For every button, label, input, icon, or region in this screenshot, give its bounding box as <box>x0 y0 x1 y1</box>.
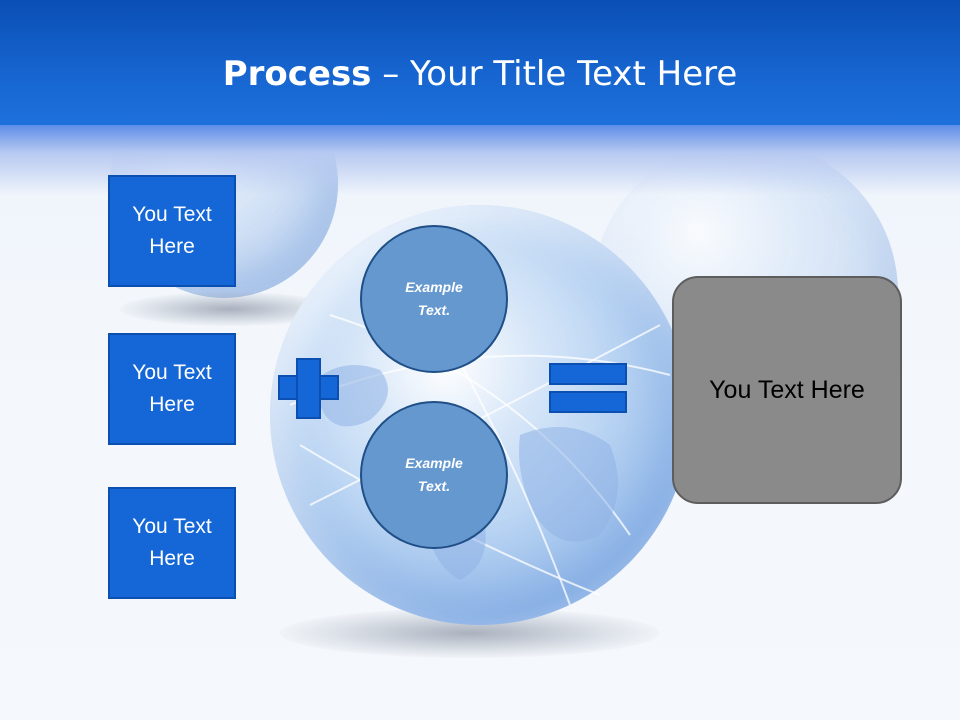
left-text-box-label: You Text Here <box>132 361 212 416</box>
title-rest-part: – Your Title Text Here <box>371 54 738 94</box>
title-bold-part: Process <box>222 54 372 94</box>
slide-title[interactable]: Process – Your Title Text Here <box>0 52 960 96</box>
example-circle-label: Example Text. <box>405 455 463 494</box>
example-circle-1[interactable]: Example Text. <box>360 225 508 373</box>
title-band <box>0 0 960 130</box>
left-text-box-2[interactable]: You Text Here <box>108 333 236 445</box>
equals-bottom-bar <box>549 391 627 413</box>
left-text-box-1[interactable]: You Text Here <box>108 175 236 287</box>
plus-center <box>298 377 319 398</box>
example-circle-label: Example Text. <box>405 279 463 318</box>
left-text-box-3[interactable]: You Text Here <box>108 487 236 599</box>
equals-top-bar <box>549 363 627 385</box>
example-circle-2[interactable]: Example Text. <box>360 401 508 549</box>
result-box-label: You Text Here <box>709 375 865 404</box>
left-text-box-label: You Text Here <box>132 515 212 570</box>
left-text-box-label: You Text Here <box>132 203 212 258</box>
result-box[interactable]: You Text Here <box>672 276 902 504</box>
